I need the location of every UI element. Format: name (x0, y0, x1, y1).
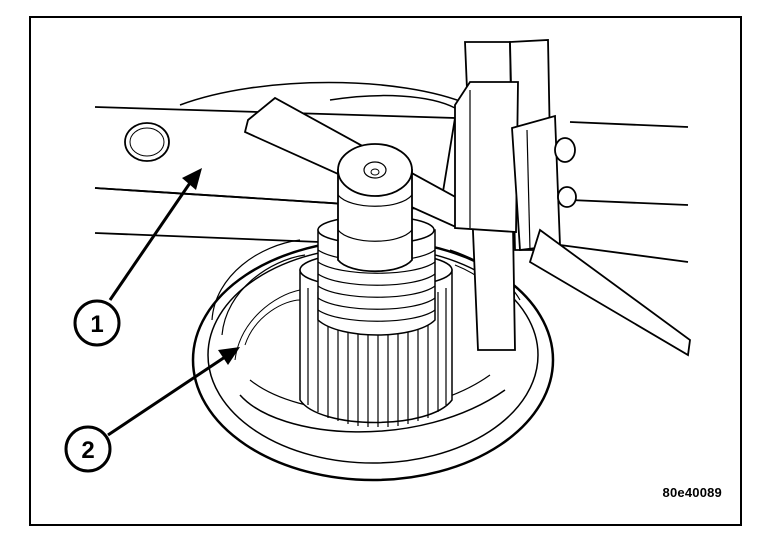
leader-line-1 (108, 179, 194, 301)
output-shaft (337, 143, 413, 273)
figure-frame (29, 16, 742, 526)
callout-2-number: 2 (81, 437, 94, 464)
arrowhead-1 (182, 168, 202, 190)
leader-line-2 (107, 353, 229, 437)
housing-outline (179, 81, 471, 109)
depth-gauge (454, 39, 691, 357)
callout-1-number: 1 (90, 311, 103, 338)
figure-id-label: 80e40089 (662, 485, 722, 500)
gauge-knob-upper (554, 137, 576, 163)
callout-1: 1 (73, 168, 202, 347)
callout-2: 2 (64, 347, 240, 473)
bar-hole (124, 122, 170, 162)
arrowhead-2 (218, 347, 240, 365)
gauge-knob-lower (557, 186, 577, 208)
